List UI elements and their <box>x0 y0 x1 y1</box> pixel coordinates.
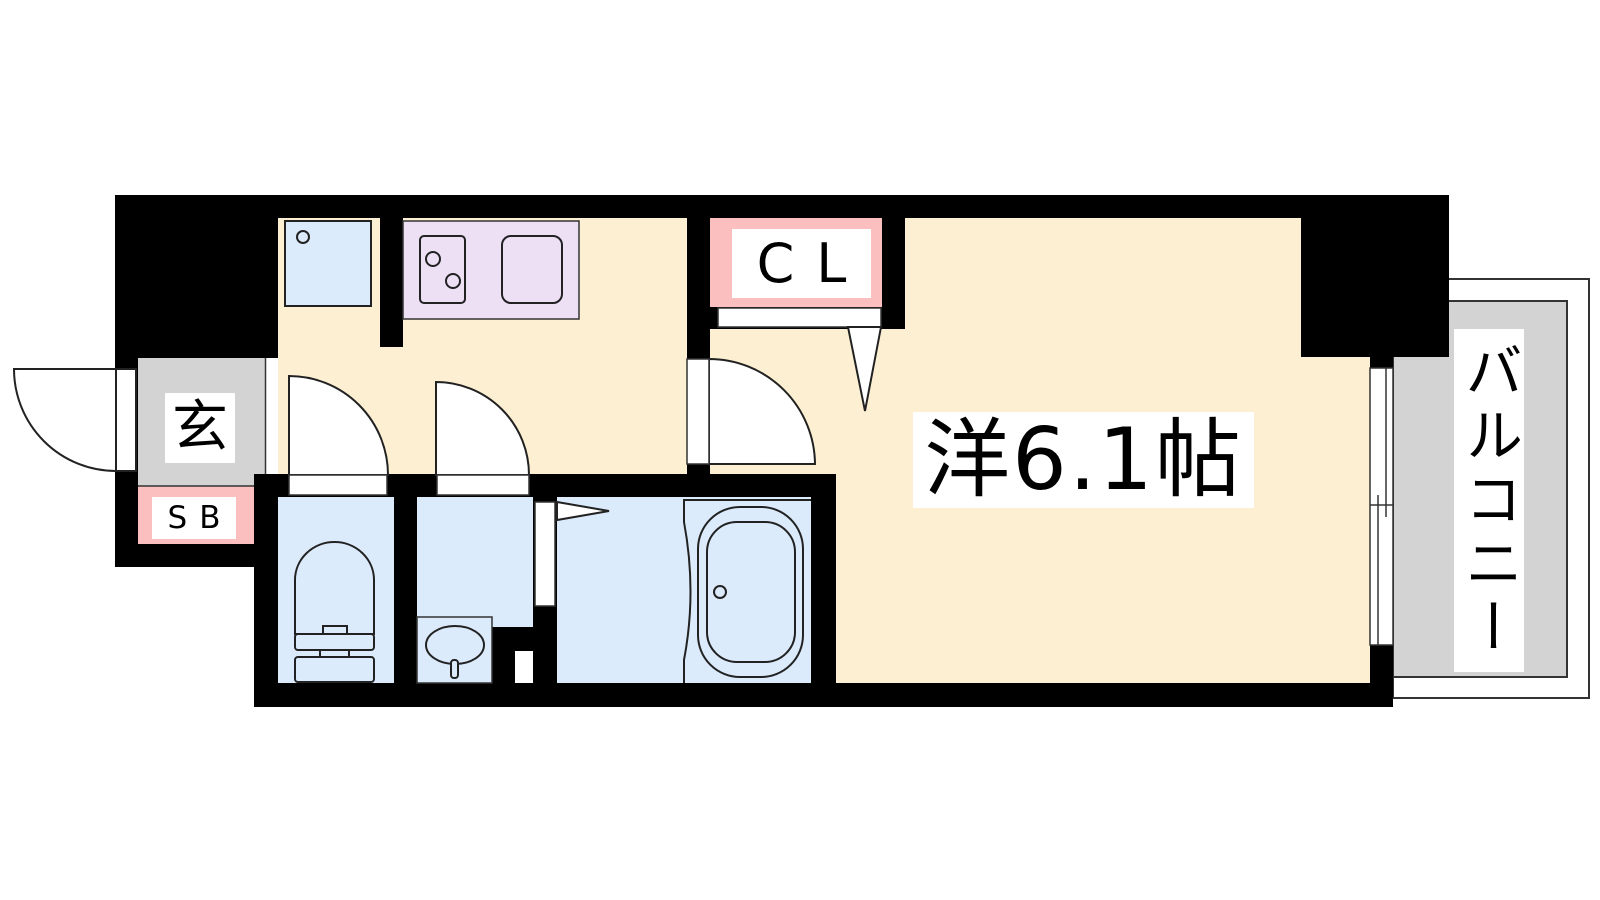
room-door-swing <box>708 357 817 465</box>
window-frame <box>1369 367 1394 646</box>
closet-folding-door[interactable] <box>717 307 883 412</box>
wall-top-right-block <box>1301 195 1449 357</box>
toilet-tank-icon <box>294 656 375 683</box>
balcony-label: バルコニー <box>1454 329 1524 672</box>
bathroom-floor <box>557 497 811 683</box>
toilet-door-frame <box>288 474 388 496</box>
toilet-door-swing <box>288 374 390 476</box>
burner-icon <box>445 273 461 289</box>
wall-bath-right <box>811 474 836 683</box>
wall-closet-right <box>882 218 905 329</box>
toilet-fixture <box>294 541 375 683</box>
wall-bottom-left <box>115 544 278 567</box>
kitchen-counter <box>402 220 580 320</box>
stove-icon <box>419 235 466 304</box>
genkan-label: 玄 <box>165 393 235 463</box>
washroom-door-swing <box>435 380 531 476</box>
balcony-window[interactable] <box>1369 367 1394 646</box>
room-door[interactable] <box>686 357 817 465</box>
front-door[interactable] <box>12 368 137 473</box>
bathtub-inner-icon <box>706 521 796 663</box>
kitchen-sink-icon <box>501 235 563 304</box>
front-door-frame <box>115 368 137 472</box>
wall-toilet-left <box>254 474 278 707</box>
wall-top-left-block <box>115 195 278 358</box>
room-door-frame <box>686 358 710 465</box>
washing-machine-space <box>284 220 372 307</box>
bathtub-drain-icon <box>713 585 727 599</box>
wash-basin-fixture <box>416 616 493 684</box>
closet-door-swing <box>846 326 883 412</box>
wash-corner-opening <box>515 651 533 683</box>
wall-bottom <box>254 683 1393 707</box>
toilet-bowl-icon <box>294 541 375 635</box>
wall-window-bottom <box>1370 645 1393 707</box>
bath-door-panel <box>534 501 556 607</box>
washroom-door-frame <box>436 474 530 496</box>
bathtub-fixture <box>683 499 811 683</box>
bathtub-outer-icon <box>697 506 804 678</box>
wall-wet-area-top <box>254 474 836 497</box>
washroom-door[interactable] <box>435 380 531 496</box>
shoe-box-label: SB <box>152 497 236 539</box>
toilet-door[interactable] <box>288 374 390 496</box>
bath-door-arrow <box>556 500 610 522</box>
washing-machine-drain-icon <box>296 230 310 244</box>
wash-basin-box <box>416 616 493 684</box>
wall-window-top <box>1370 357 1393 368</box>
western-room-label: 洋6.1帖 <box>913 412 1254 508</box>
wall-toilet-wash-divider <box>394 497 417 683</box>
wall-top <box>115 195 1449 218</box>
washing-machine-icon <box>284 220 372 307</box>
closet-door-track <box>717 307 882 328</box>
bathtub-apron <box>683 499 811 683</box>
burner-icon <box>425 251 441 267</box>
faucet-icon <box>450 659 459 679</box>
bathroom-sliding-door[interactable] <box>534 500 610 607</box>
front-door-swing <box>12 368 117 473</box>
washroom-floor <box>417 497 533 627</box>
closet-label: CL <box>732 229 871 298</box>
wall-kitchen-divider <box>380 218 403 347</box>
